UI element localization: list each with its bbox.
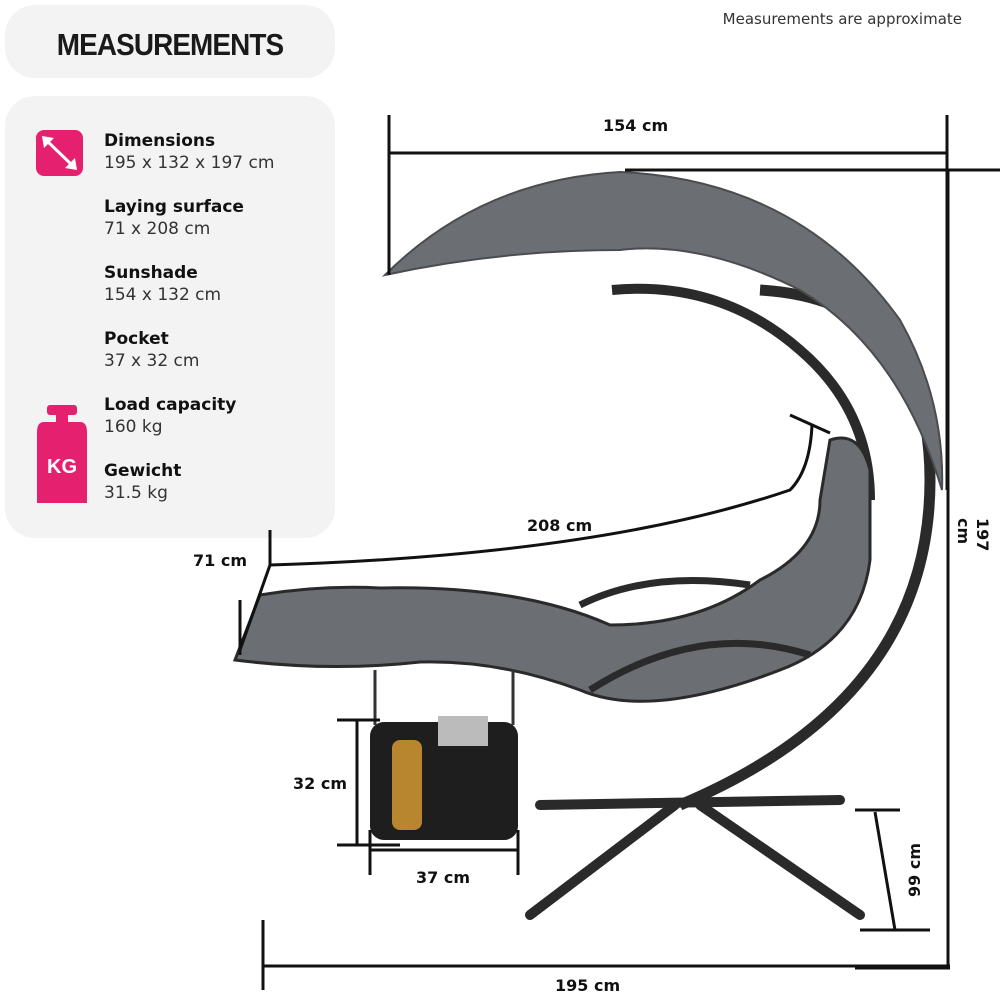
dimensions-arrow-icon (36, 130, 83, 176)
svg-text:KG: KG (47, 456, 77, 478)
page-title: MEASUREMENTS (56, 27, 284, 62)
dim-sunshade-width: 154 cm (603, 116, 669, 135)
dim-base-depth: 99 cm (905, 843, 924, 897)
spec-load-capacity: Load capacity 160 kg (104, 395, 237, 437)
dim-pocket-height: 32 cm (293, 774, 347, 793)
dim-total-length: 195 cm (555, 976, 621, 995)
spec-weight: Gewicht 31.5 kg (104, 461, 182, 503)
spec-dimensions: Dimensions 195 x 132 x 197 cm (104, 131, 275, 173)
dim-pocket-width: 37 cm (416, 868, 470, 887)
dim-length: 208 cm (527, 516, 593, 535)
dim-width: 71 cm (193, 551, 247, 570)
spec-pocket: Pocket 37 x 32 cm (104, 329, 200, 371)
weight-kg-icon: KG (37, 405, 87, 503)
title-panel: MEASUREMENTS (5, 5, 335, 78)
spec-sunshade: Sunshade 154 x 132 cm (104, 263, 222, 305)
spec-laying-surface: Laying surface 71 x 208 cm (104, 197, 244, 239)
disclaimer-note: Measurements are approximate (722, 10, 962, 28)
dim-height: 197 cm (954, 518, 992, 552)
hanging-lounger-drawing (232, 170, 944, 920)
dimension-lines (238, 115, 1000, 990)
